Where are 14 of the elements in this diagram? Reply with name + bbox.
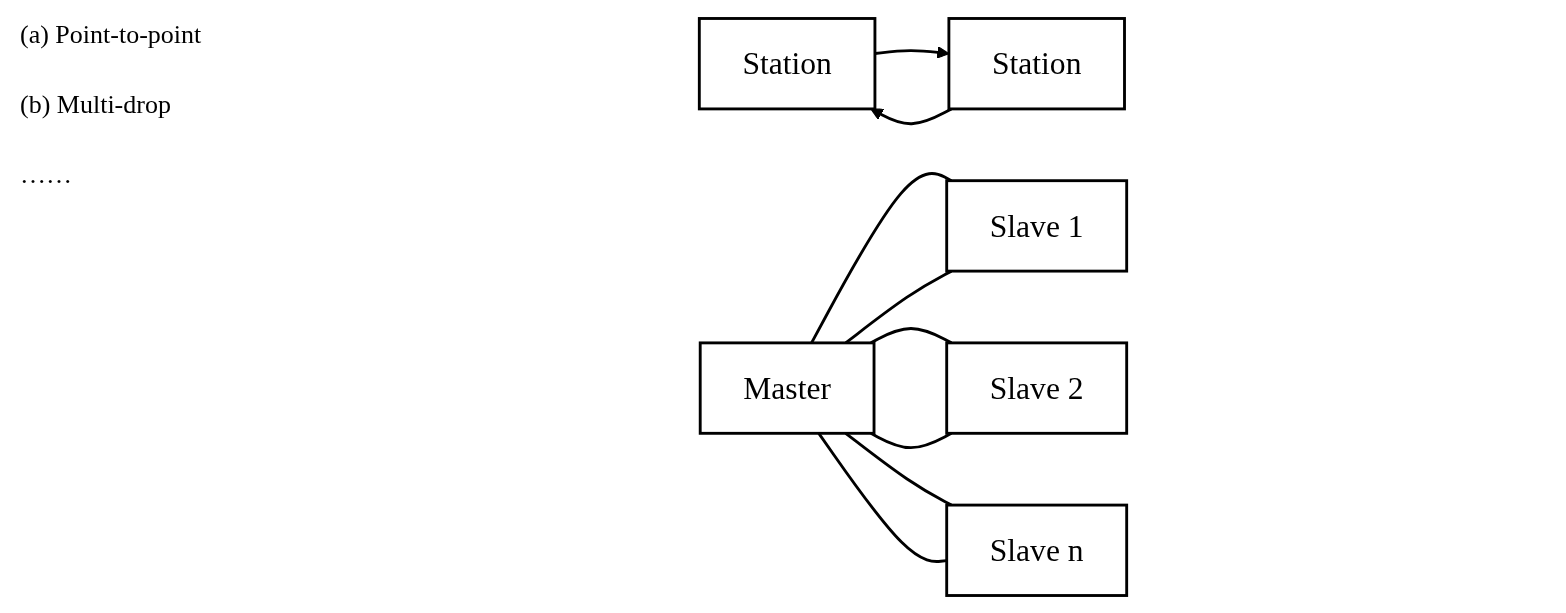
arrow bbox=[870, 107, 953, 125]
connector bbox=[810, 171, 953, 344]
node-box: Station bbox=[697, 16, 877, 110]
connector bbox=[870, 431, 953, 449]
note-label: (b) Multi-drop bbox=[20, 90, 172, 120]
node-box: Master bbox=[698, 340, 876, 435]
note-label: …… bbox=[20, 160, 73, 190]
node-box: Slave 2 bbox=[945, 340, 1129, 435]
connector bbox=[844, 431, 953, 506]
node-box: Station bbox=[947, 16, 1126, 110]
node-box: Slave 1 bbox=[945, 178, 1129, 273]
connector bbox=[817, 432, 947, 563]
node-box: Slave n bbox=[945, 503, 1129, 597]
note-label: (a) Point-to-point bbox=[20, 20, 203, 50]
